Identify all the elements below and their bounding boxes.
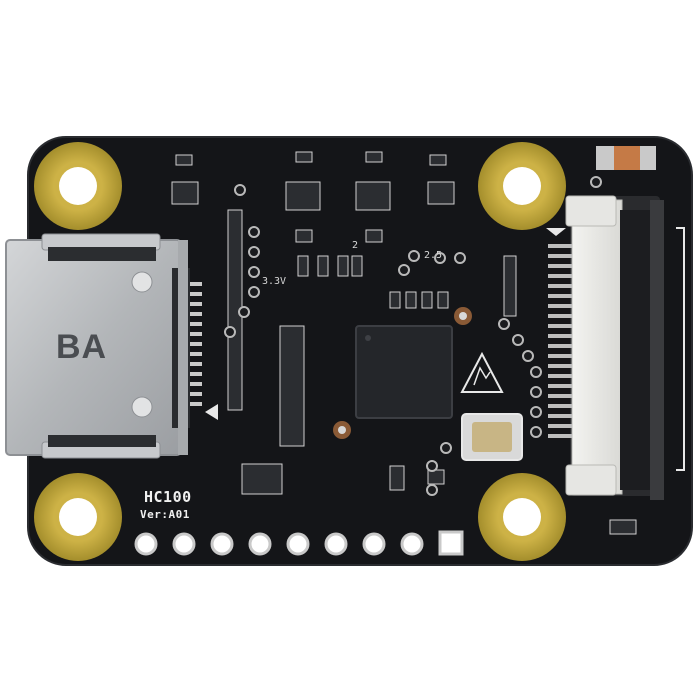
fpc-connector xyxy=(565,195,664,500)
silk-bracket xyxy=(676,227,685,471)
silk-2-label: 2 xyxy=(352,240,359,251)
mount-hole-top-right xyxy=(478,142,566,230)
pin1-marker xyxy=(205,404,218,420)
hdmi-connector xyxy=(5,233,190,459)
board-model-label: HC100 xyxy=(144,488,192,506)
smd-components xyxy=(171,151,637,535)
capacitor-orange xyxy=(596,146,656,170)
mount-hole-bottom-right xyxy=(478,473,566,561)
esd-warning-icon xyxy=(460,351,504,393)
crystal-oscillator xyxy=(461,413,523,461)
hdmi-connector-marking: BA xyxy=(56,328,108,366)
vias xyxy=(224,176,602,496)
silk-3v3-label: 3.3V xyxy=(262,276,287,287)
test-points xyxy=(333,307,472,439)
fpc-pin1-marker xyxy=(546,228,566,236)
board-version-label: Ver:A01 xyxy=(140,508,190,521)
mount-hole-top-left xyxy=(34,142,122,230)
mount-hole-bottom-left xyxy=(34,473,122,561)
gpio-header-holes xyxy=(134,532,424,556)
fpc-pins xyxy=(548,244,572,438)
main-ic-chip xyxy=(355,325,453,419)
gpio-header-square-pad xyxy=(438,530,464,556)
silk-2v5-label: 2.5 xyxy=(424,250,443,261)
hdmi-pins xyxy=(190,282,202,406)
